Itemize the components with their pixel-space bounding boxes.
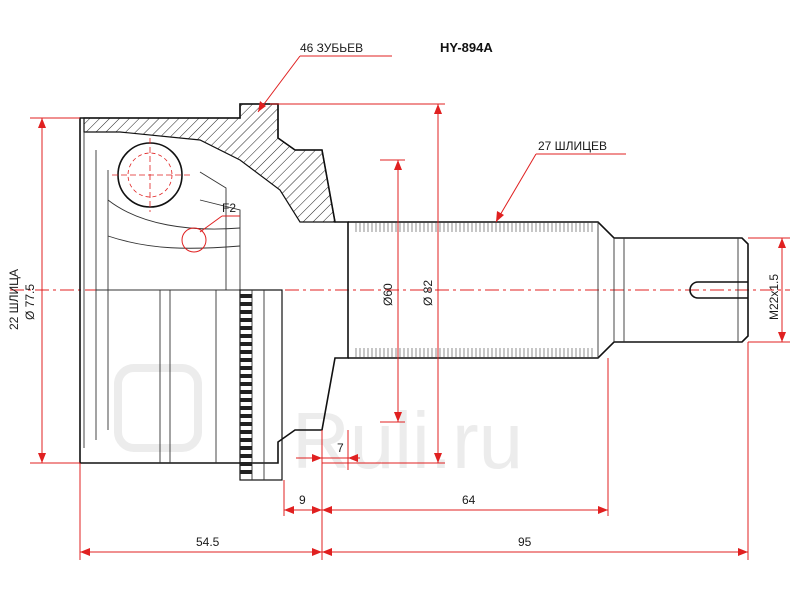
- dim-54-5-label: 54.5: [196, 535, 220, 549]
- diameter-60-label: Ø60: [381, 283, 395, 306]
- abs-tooth: [240, 318, 252, 322]
- dimensions: [30, 55, 790, 560]
- abs-tooth: [240, 366, 252, 370]
- abs-tooth: [240, 454, 252, 458]
- dim-9-label: 9: [299, 493, 306, 507]
- abs-tooth: [240, 302, 252, 306]
- abs-tooth: [240, 430, 252, 434]
- abs-tooth: [240, 470, 252, 474]
- outer-splines-label: 27 ШЛИЦЕВ: [538, 139, 607, 153]
- thread-label: M22x1.5: [767, 274, 781, 320]
- abs-tooth: [240, 446, 252, 450]
- diameter-82-label: Ø 82: [421, 280, 435, 306]
- stub-shaft: [348, 221, 749, 359]
- dim-7-label: 7: [337, 441, 344, 455]
- abs-tooth: [240, 294, 252, 298]
- part-number: HY-894A: [440, 40, 493, 55]
- abs-tooth: [240, 374, 252, 378]
- abs-tooth: [240, 334, 252, 338]
- abs-tooth: [240, 390, 252, 394]
- abs-tooth: [240, 350, 252, 354]
- dim-64-label: 64: [462, 493, 476, 507]
- spline-ticks: [355, 222, 593, 358]
- abs-tooth: [240, 414, 252, 418]
- watermark-text: Ruli.ru: [292, 396, 523, 485]
- abs-tooth: [240, 422, 252, 426]
- abs-tooth: [240, 438, 252, 442]
- watermark: Ruli.ru: [114, 364, 523, 485]
- teeth-label: 46 ЗУБЬЕВ: [300, 41, 363, 55]
- abs-tooth: [240, 406, 252, 410]
- abs-tooth: [240, 310, 252, 314]
- diameter-outer-label: Ø 77.5: [23, 284, 37, 320]
- abs-ring: [239, 289, 283, 481]
- abs-tooth: [240, 358, 252, 362]
- abs-teeth: [240, 294, 252, 474]
- dim-95-label: 95: [518, 535, 532, 549]
- abs-tooth: [240, 326, 252, 330]
- abs-tooth: [240, 342, 252, 346]
- abs-tooth: [240, 398, 252, 402]
- abs-tooth: [240, 382, 252, 386]
- inner-splines-label: 22 ШЛИЦА: [7, 269, 21, 330]
- abs-tooth: [240, 462, 252, 466]
- detail-label: F2: [222, 201, 236, 215]
